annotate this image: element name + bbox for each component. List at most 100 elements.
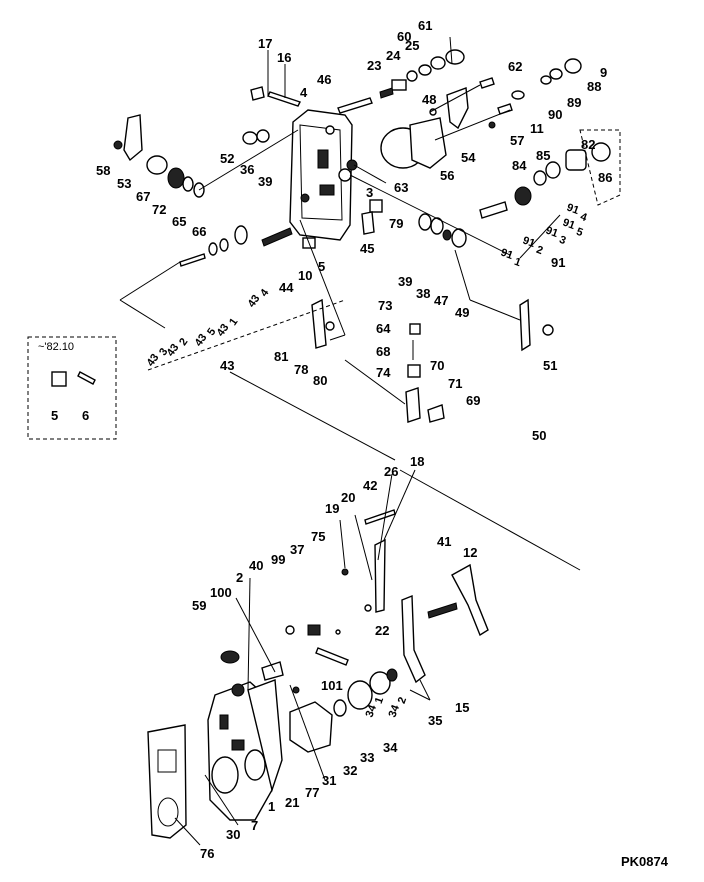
- callout-3: 3: [366, 185, 373, 200]
- callout-64: 64: [376, 321, 391, 336]
- svg-text:43: 43: [193, 332, 210, 349]
- svg-text:2: 2: [177, 336, 190, 348]
- svg-text:43: 43: [145, 352, 162, 369]
- callout-61: 61: [418, 18, 432, 33]
- callout-34-2: 342: [387, 695, 410, 719]
- callout-46: 46: [317, 72, 331, 87]
- callout-5-inset: 5: [51, 408, 58, 423]
- callout-35: 35: [428, 713, 442, 728]
- callout-20: 20: [341, 490, 355, 505]
- svg-text:91: 91: [499, 247, 515, 262]
- callout-78: 78: [294, 362, 308, 377]
- callout-43-5: 435: [193, 326, 219, 349]
- svg-text:5: 5: [575, 226, 585, 239]
- svg-text:1: 1: [227, 316, 240, 328]
- callout-91-3: 913: [544, 225, 568, 248]
- callout-70: 70: [430, 358, 444, 373]
- fraction-callouts: 914 915 913 912 911 434 431 435 432 433: [145, 202, 590, 719]
- callout-57: 57: [510, 133, 524, 148]
- callout-43-3: 433: [145, 346, 171, 369]
- callout-26: 26: [384, 464, 398, 479]
- svg-text:91: 91: [565, 202, 581, 217]
- callout-82: 82: [581, 137, 595, 152]
- callout-56: 56: [440, 168, 454, 183]
- callout-22: 22: [375, 623, 389, 638]
- callout-9: 9: [600, 65, 607, 80]
- callout-33: 33: [360, 750, 374, 765]
- callout-11: 11: [530, 121, 544, 136]
- callout-40: 40: [249, 558, 263, 573]
- svg-text:5: 5: [205, 326, 218, 338]
- svg-text:91: 91: [561, 217, 577, 232]
- callout-72: 72: [152, 202, 166, 217]
- callout-62: 62: [508, 59, 522, 74]
- callout-91: 91: [551, 255, 565, 270]
- governor-cover-housing: [289, 109, 358, 241]
- callout-101: 101: [321, 678, 343, 693]
- callout-89: 89: [567, 95, 581, 110]
- callout-34-1: 341: [364, 695, 387, 719]
- callout-91-4: 914: [565, 202, 590, 225]
- callout-39-lower: 39: [398, 274, 412, 289]
- svg-text:34: 34: [364, 703, 380, 719]
- callout-76: 76: [200, 846, 214, 861]
- callout-53: 53: [117, 176, 131, 191]
- governor-housing-main: [207, 679, 283, 821]
- callout-5-upper: 5: [318, 259, 325, 274]
- svg-text:43: 43: [215, 322, 232, 339]
- callout-51: 51: [543, 358, 557, 373]
- callout-85: 85: [536, 148, 550, 163]
- callout-43-1: 431: [215, 316, 241, 339]
- svg-text:91: 91: [544, 225, 560, 240]
- callout-24: 24: [386, 48, 401, 63]
- svg-text:4: 4: [579, 211, 590, 225]
- callout-25: 25: [405, 38, 419, 53]
- callout-38: 38: [416, 286, 430, 301]
- callout-75: 75: [311, 529, 325, 544]
- callout-2: 2: [236, 570, 243, 585]
- callout-67: 67: [136, 189, 150, 204]
- callout-84: 84: [512, 158, 527, 173]
- callout-91-1: 911: [499, 247, 523, 270]
- callout-44: 44: [279, 280, 294, 295]
- callout-48: 48: [422, 92, 436, 107]
- callout-68: 68: [376, 344, 390, 359]
- callout-60: 60: [397, 29, 411, 44]
- callout-74: 74: [376, 365, 391, 380]
- inset-frame: ~'82.10: [27, 336, 117, 440]
- callout-43-4: 434: [246, 286, 272, 310]
- svg-text:1: 1: [373, 695, 386, 705]
- callout-labels: 61 60 25 24 23 17 16 46 4 62 9 88 89 48 …: [51, 18, 612, 861]
- callout-15: 15: [455, 700, 469, 715]
- svg-text:2: 2: [396, 695, 409, 705]
- callout-36: 36: [240, 162, 254, 177]
- callout-81: 81: [274, 349, 288, 364]
- callout-32: 32: [343, 763, 357, 778]
- callout-4: 4: [300, 85, 308, 100]
- callout-47: 47: [434, 293, 448, 308]
- callout-21: 21: [285, 795, 299, 810]
- svg-text:34: 34: [387, 703, 403, 719]
- callout-63: 63: [394, 180, 408, 195]
- lower-leader-lines: [174, 469, 431, 846]
- svg-text:43: 43: [246, 293, 263, 310]
- callout-54: 54: [461, 150, 476, 165]
- callout-59: 59: [192, 598, 206, 613]
- callout-90: 90: [548, 107, 562, 122]
- gasket-76: [147, 724, 187, 839]
- callout-42: 42: [363, 478, 377, 493]
- callout-17: 17: [258, 36, 272, 51]
- drawing-code: PK0874: [621, 854, 669, 869]
- callout-34: 34: [383, 740, 398, 755]
- upper-leader-lines: [119, 36, 621, 571]
- callout-6: 6: [82, 408, 89, 423]
- callout-23: 23: [367, 58, 381, 73]
- callout-52: 52: [220, 151, 234, 166]
- callout-65: 65: [172, 214, 186, 229]
- callout-30: 30: [226, 827, 240, 842]
- upper-small-parts: [113, 49, 611, 423]
- callout-19: 19: [325, 501, 339, 516]
- svg-text:4: 4: [258, 286, 272, 299]
